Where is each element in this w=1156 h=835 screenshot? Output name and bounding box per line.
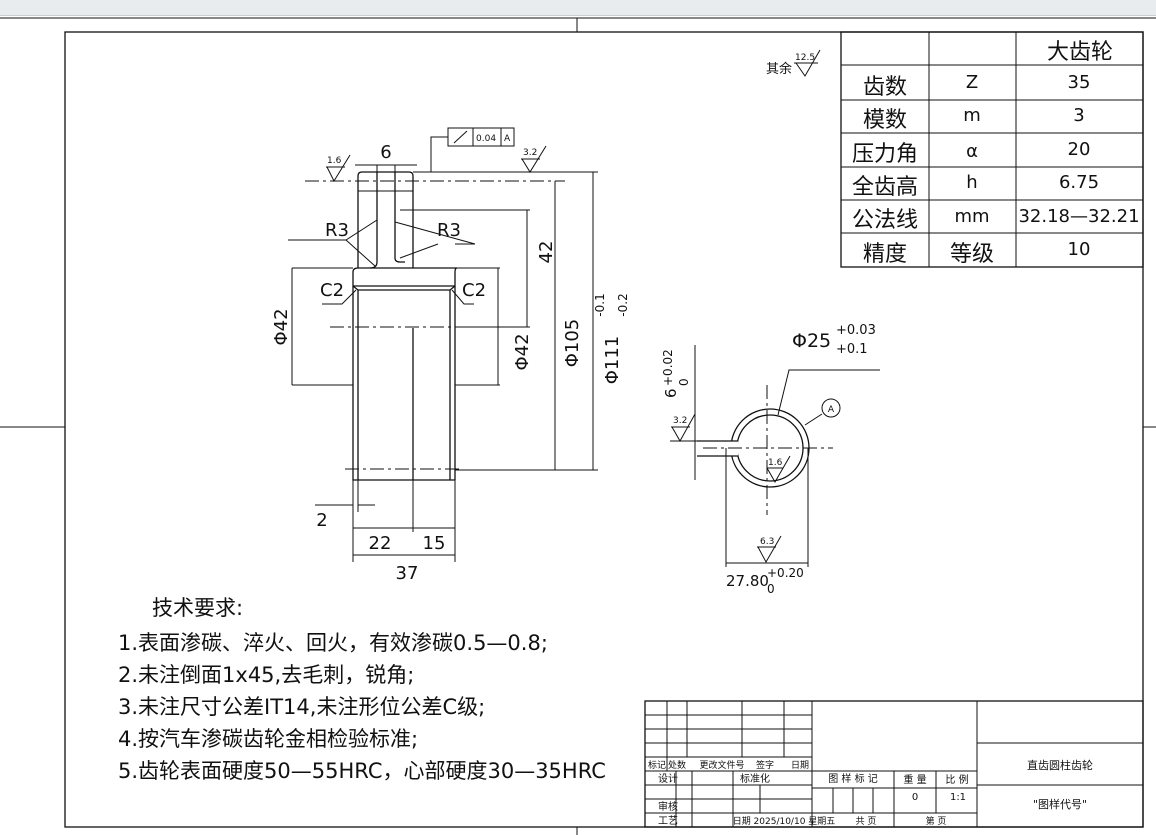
drawing-number: "图样代号" bbox=[1033, 797, 1087, 811]
param-name: 全齿高 bbox=[852, 175, 918, 200]
dim-key6: 6 bbox=[662, 388, 680, 398]
svg-text:第 页: 第 页 bbox=[926, 815, 947, 827]
svg-text:更改文件号: 更改文件号 bbox=[699, 759, 744, 771]
svg-text:重 量: 重 量 bbox=[903, 773, 926, 786]
dim-c2-right: C2 bbox=[462, 280, 486, 301]
tech-item: 4.按汽车渗碳齿轮金相检验标准; bbox=[118, 727, 418, 751]
svg-text:日期: 日期 bbox=[791, 760, 809, 771]
section-view bbox=[305, 171, 565, 481]
svg-text:0: 0 bbox=[912, 792, 918, 803]
dim-15: 15 bbox=[423, 533, 446, 554]
svg-text:3.2: 3.2 bbox=[673, 416, 687, 426]
svg-text:日期 2025/10/10 星期五: 日期 2025/10/10 星期五 bbox=[733, 816, 836, 827]
title-block: 标记 处数 更改文件号 签字 日期 设计 标准化 图 样 标 记 重 量 比 例… bbox=[644, 700, 1144, 828]
param-value: 10 bbox=[1068, 239, 1091, 260]
svg-text:共 页: 共 页 bbox=[856, 816, 877, 827]
svg-text:审核: 审核 bbox=[658, 800, 678, 813]
svg-text:0.04: 0.04 bbox=[476, 134, 496, 144]
dim-c2-left: C2 bbox=[320, 280, 344, 301]
svg-text:图 样 标 记: 图 样 标 记 bbox=[828, 772, 878, 785]
dim-27-tol-lower: 0 bbox=[767, 582, 775, 596]
svg-text:设计: 设计 bbox=[658, 772, 678, 785]
param-name: 齿数 bbox=[863, 75, 907, 100]
svg-text:签字: 签字 bbox=[756, 759, 774, 771]
dim-phi42-left: Φ42 bbox=[271, 308, 292, 345]
tech-item: 1.表面渗碳、淬火、回火，有效渗碳0.5—0.8; bbox=[118, 631, 548, 655]
dim-37: 37 bbox=[396, 563, 419, 584]
dim-6: 6 bbox=[380, 142, 391, 163]
svg-text:其余: 其余 bbox=[766, 61, 792, 77]
table-header: 大齿轮 bbox=[1047, 40, 1113, 65]
param-symbol: mm bbox=[954, 206, 989, 227]
param-symbol: m bbox=[963, 105, 981, 126]
svg-text:3.2: 3.2 bbox=[523, 148, 537, 158]
dim-27-80: 27.80 bbox=[726, 572, 769, 590]
param-name: 精度 bbox=[863, 242, 907, 267]
svg-text:工艺: 工艺 bbox=[658, 815, 678, 827]
dim-phi25-tol-lower: +0.1 bbox=[836, 342, 868, 357]
roughness-other: 其余 12.5 bbox=[766, 49, 821, 77]
dim-42: 42 bbox=[536, 241, 557, 264]
technical-requirements: 技术要求: 1.表面渗碳、淬火、回火，有效渗碳0.5—0.8; 2.未注倒面1x… bbox=[118, 596, 606, 783]
svg-text:1.6: 1.6 bbox=[327, 156, 342, 166]
dim-phi25: Φ25 bbox=[792, 330, 831, 352]
dim-phi111-tol-lower: -0.2 bbox=[616, 293, 630, 316]
param-value: 35 bbox=[1068, 72, 1091, 93]
dim-key6-tol-lower: 0 bbox=[677, 378, 691, 386]
viewer-toolbar bbox=[0, 0, 1156, 16]
gear-parameter-table: 大齿轮 齿数 Z 35 模数 m 3 压力角 α 20 全齿高 h 6.75 公… bbox=[840, 31, 1144, 268]
svg-text:6.3: 6.3 bbox=[760, 537, 774, 547]
dim-phi105: Φ105 bbox=[562, 319, 583, 368]
tech-title: 技术要求: bbox=[152, 596, 243, 620]
param-name: 压力角 bbox=[852, 142, 918, 167]
svg-text:1:1: 1:1 bbox=[950, 792, 966, 803]
param-value: 32.18—32.21 bbox=[1018, 206, 1139, 227]
drawing-border bbox=[64, 31, 1144, 828]
param-value: 3 bbox=[1073, 105, 1084, 126]
dim-2: 2 bbox=[316, 510, 327, 531]
param-name: 模数 bbox=[863, 108, 907, 133]
svg-text:处数: 处数 bbox=[668, 759, 686, 771]
param-value: 20 bbox=[1068, 139, 1091, 160]
runout-arrow-icon bbox=[453, 130, 468, 144]
param-symbol: h bbox=[966, 172, 977, 193]
tech-item: 3.未注尺寸公差IT14,未注形位公差C级; bbox=[118, 695, 485, 719]
part-name: 直齿圆柱齿轮 bbox=[1027, 758, 1093, 772]
param-name: 公法线 bbox=[852, 208, 918, 233]
tech-item: 5.齿轮表面硬度50—55HRC，心部硬度30—35HRC bbox=[118, 759, 606, 783]
svg-text:A: A bbox=[504, 134, 511, 144]
param-symbol: α bbox=[966, 141, 978, 162]
svg-text:标记: 标记 bbox=[648, 759, 666, 771]
svg-text:标准化: 标准化 bbox=[740, 772, 770, 785]
param-symbol: 等级 bbox=[950, 242, 994, 267]
dim-r3-right: R3 bbox=[437, 220, 461, 241]
dim-r3-left: R3 bbox=[325, 220, 349, 241]
datum-a-label: A bbox=[828, 405, 835, 415]
dim-22: 22 bbox=[369, 533, 392, 554]
param-symbol: Z bbox=[966, 72, 978, 93]
svg-text:比 例: 比 例 bbox=[945, 773, 968, 786]
svg-text:12.5: 12.5 bbox=[795, 53, 815, 63]
tech-item: 2.未注倒面1x45,去毛刺，锐角; bbox=[118, 663, 414, 687]
dim-phi42-right: Φ42 bbox=[512, 333, 533, 370]
dim-phi111: Φ111 bbox=[602, 336, 623, 385]
dimensions-main: 6 R3 R3 C2 C2 Φ42 Φ42 42 Φ105 Φ111 -0.1 … bbox=[271, 142, 630, 584]
surface-roughness-symbols: 1.6 3.2 bbox=[326, 145, 547, 183]
runout-tolerance-frame: 0.04 A bbox=[430, 127, 515, 172]
param-value: 6.75 bbox=[1059, 172, 1099, 193]
svg-text:1.6: 1.6 bbox=[768, 458, 783, 468]
dim-phi111-tol-upper: -0.1 bbox=[593, 293, 607, 316]
side-view: A Φ25 +0.03 +0.1 6 +0.02 0 3.2 1.6 6.3 2… bbox=[661, 323, 880, 596]
dim-key6-tol-upper: +0.02 bbox=[661, 349, 675, 386]
dim-phi25-tol-upper: +0.03 bbox=[836, 323, 876, 338]
dim-27-tol-upper: +0.20 bbox=[767, 566, 804, 580]
